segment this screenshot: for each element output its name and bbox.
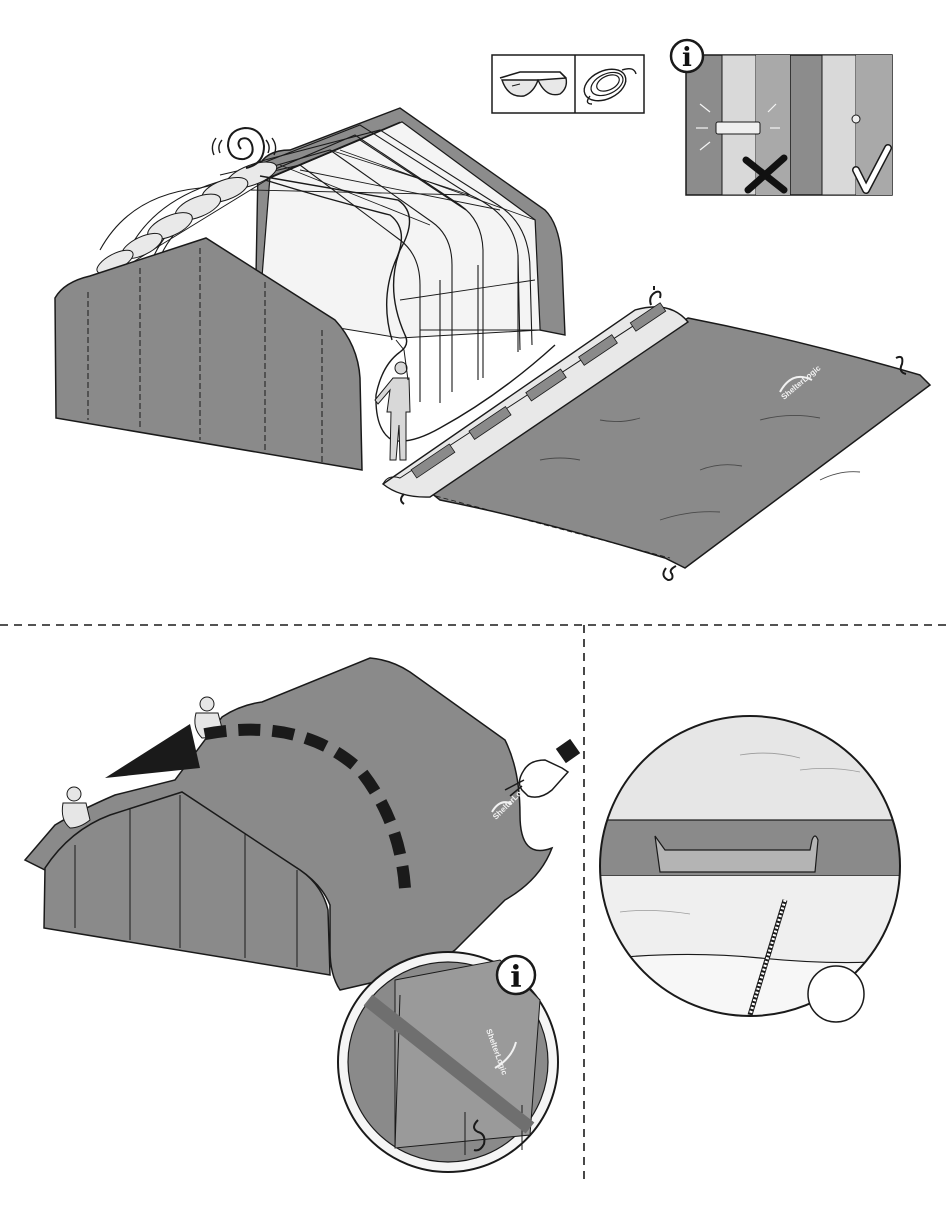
worker-figure-2 [62, 787, 90, 828]
pole-check-panel [686, 55, 892, 195]
detail-circle-edge [595, 715, 905, 1025]
info-badge-bottom: i [497, 956, 535, 995]
svg-text:i: i [510, 960, 521, 995]
pulling-tarp-scene: ShelterLogic [25, 658, 579, 990]
required-tools-box [492, 55, 644, 113]
sub-detail-circle [808, 966, 864, 1022]
info-badge-top: i [671, 40, 703, 73]
svg-text:i: i [682, 43, 692, 73]
